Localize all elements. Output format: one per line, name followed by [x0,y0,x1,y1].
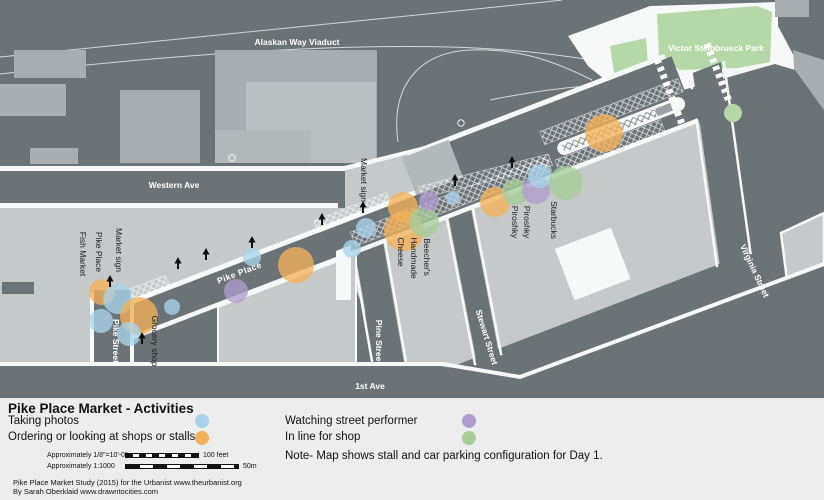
park-label: Victor Steinbrueck Park [668,43,764,53]
western-ave-label: Western Ave [149,180,200,190]
market-sign-label-center: Market sign [359,158,369,202]
pike-street-label: Pike Street [111,319,121,363]
street-by-park [655,64,824,146]
alaskan-way-label: Alaskan Way Viaduct [254,37,339,47]
scale-bar-meters [125,464,239,469]
activity-dot-order [278,247,314,283]
activity-dot-photo [446,191,460,205]
clock-sign-icon [228,154,236,162]
plaza-structure [2,282,34,294]
first-ave-label: 1st Ave [355,381,385,391]
scale-bar-feet [125,453,199,458]
activity-dots-layer [89,114,623,346]
beechers-label-line3: Cheese [396,237,406,267]
legend-item-taking-photos: Taking photos [8,415,79,427]
performer-dot [462,414,476,428]
one-way-arrow-icon [318,213,326,225]
western-ave-sidewalk-north [0,166,345,171]
map-canvas: Pike Place Alaskan Way Viaduct Victor St… [0,0,824,398]
legend-title: Pike Place Market - Activities [8,401,194,416]
park-tree-circle [724,104,742,122]
pike-street-sidewalk-west [90,292,94,368]
buildings-northwest [0,50,377,164]
activity-dot-photo [164,299,180,315]
scale-text-2: Approximately 1:1000 [47,463,115,470]
direction-arrows-layer [106,156,516,344]
credit-line-1: Pike Place Market Study (2015) for the U… [13,478,242,487]
first-ave-sidewalk [0,262,824,380]
activity-dot-photo [343,240,361,258]
inline-dot [462,431,476,445]
legend-note: Note- Map shows stall and car parking co… [285,450,603,462]
pike-place-sidewalk-nw-upper [406,53,666,158]
activity-dot-photo [89,309,113,333]
activity-dot-photo [528,164,552,188]
activity-dot-performer [224,279,248,303]
parking-row-vehicle [655,102,674,117]
activity-dot-inline [502,179,528,205]
crosswalk-stripes [654,42,732,125]
legend-item-inline: In line for shop [285,431,361,443]
activity-dot-photo [243,248,261,266]
activity-dot-performer [419,191,439,211]
one-way-arrow-icon [359,201,367,213]
legend-panel: Pike Place Market - Activities Taking ph… [0,398,824,500]
activity-dot-inline [409,207,439,237]
activity-dot-order [585,114,623,152]
piroshky-label-line2: Piroshky [510,206,520,239]
scale-bar-meters-label: 50m [243,463,257,470]
one-way-arrow-icon [138,332,146,344]
legend-item-ordering: Ordering or looking at shops or stalls [8,431,196,443]
western-ave-sidewalk-south [0,203,338,208]
first-ave-band [0,266,824,398]
activity-dot-photo [117,322,141,346]
grocery-shop-label: Grocery shop [150,315,160,366]
one-way-arrow-icon [202,248,210,260]
one-way-arrow-icon [174,257,182,269]
taking-photos-dot [195,414,209,428]
scale-bar-feet-label: 100 feet [203,452,229,459]
one-way-arrow-icon [106,275,114,287]
victor-steinbrueck-park [657,6,772,70]
building-top-right [775,0,809,17]
starbucks-label: Starbucks [549,201,559,239]
fish-market-label-line2: Fish Market [78,232,88,277]
one-way-arrow-icon [451,174,459,186]
sign-circle-icon [457,119,465,127]
beechers-label-line2: Handmade [409,237,419,279]
parking-lot [134,309,216,366]
pine-street-band [355,243,405,377]
stewart-street-band [448,209,500,365]
one-way-arrow-icon [508,156,516,168]
blocks-southeast [344,121,750,389]
one-way-arrow-icon [248,236,256,248]
pine-street-label: Pine Street [374,320,384,365]
scale-text-1: Approximately 1/8"=10'-0" [47,452,128,459]
activity-dot-inline [549,166,583,200]
building-courtyard [554,227,631,301]
credit-line-2: By Sarah Oberklaid www.drawntocities.com [13,487,159,496]
building-arcade-gap [336,245,351,300]
legend-item-performer: Watching street performer [285,415,418,427]
ordering-dot [195,431,209,445]
fish-market-label-line1: Pike Place [94,232,104,272]
market-sign-label-west: Market sign [114,228,124,272]
beechers-label-line1: Beecher's [422,238,432,276]
activity-dot-photo [356,218,376,238]
piroshky-label-line1: Piroshky [522,206,532,239]
